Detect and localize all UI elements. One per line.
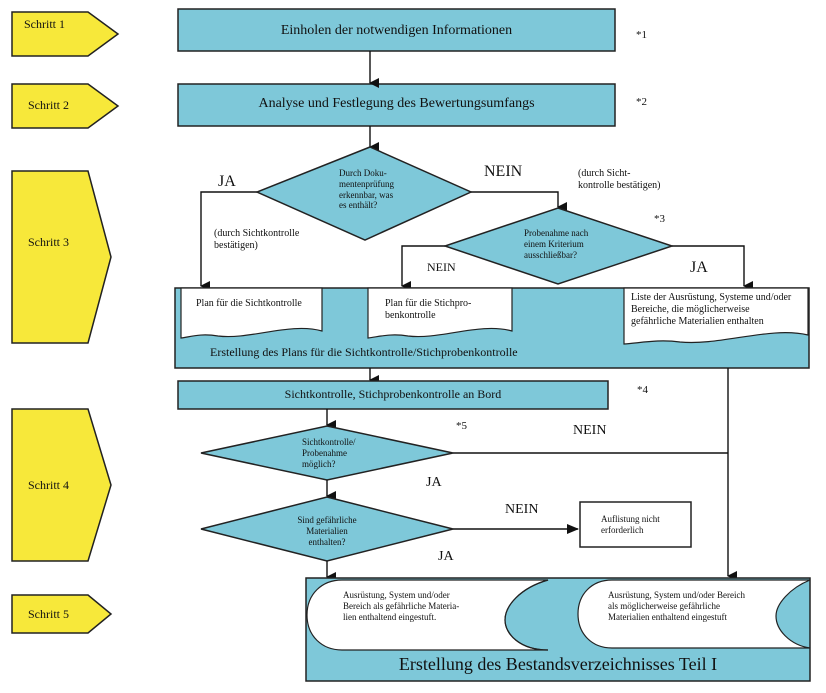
document-visual-plan-text: Plan für die Sichtkontrolle bbox=[196, 298, 302, 310]
arrow-exclusion-nein bbox=[401, 245, 445, 291]
decision-doc-check-line: erkennbar, was bbox=[339, 189, 394, 200]
stored-possibly-line: als möglicherweise gefährliche bbox=[608, 600, 720, 611]
stored-possibly-text: Ausrüstung, System und/oder Bereich als … bbox=[608, 590, 745, 622]
decision-doc-check-shape bbox=[255, 146, 473, 241]
step-2-shape bbox=[11, 83, 120, 129]
footnote-2: *2 bbox=[636, 96, 647, 108]
document-sample-plan-shape bbox=[367, 287, 513, 339]
branch-label-nein-hazardous: NEIN bbox=[505, 502, 539, 517]
branch-label-nein-possible: NEIN bbox=[573, 423, 607, 438]
stored-hazardous-line: Ausrüstung, System und/oder bbox=[343, 590, 450, 600]
process-analysis-box bbox=[177, 83, 616, 127]
stored-possibly-line: Materialien enthaltend eingestuft bbox=[608, 611, 727, 622]
branch-label-ja-doccheck: JA bbox=[218, 173, 236, 190]
decision-sampling-possible-line: möglich? bbox=[302, 458, 336, 469]
decision-sampling-possible-line: Probenahme bbox=[302, 447, 347, 458]
decision-hazardous-text: Sind gefährliche Materialien enthalten? bbox=[277, 515, 377, 547]
document-visual-plan-shape bbox=[180, 287, 323, 339]
document-sample-plan-text: Plan für die Stichpro- benkontrolle bbox=[385, 298, 471, 322]
document-equipment-list-line: Liste der Ausrüstung, Systeme und/oder bbox=[631, 292, 792, 303]
stored-hazardous-tail bbox=[504, 579, 549, 651]
step-4-label: Schritt 4 bbox=[28, 478, 69, 492]
decision-doc-check-line: mentenprüfung bbox=[339, 178, 394, 189]
footnote-4: *4 bbox=[637, 384, 648, 396]
document-equipment-list-line: Bereiche, die möglicherweise bbox=[631, 304, 750, 315]
step-4-shape bbox=[11, 408, 112, 562]
stored-possibly-line: Ausrüstung, System und/oder Bereich bbox=[608, 590, 745, 600]
decision-sampling-exclusion-line: einem Kriterium bbox=[524, 238, 584, 249]
stored-hazardous-line: Bereich als gefährliche Materia- bbox=[343, 600, 460, 611]
confirm-visual-right-line: kontrolle bestätigen) bbox=[578, 180, 661, 191]
branch-label-ja-possible: JA bbox=[426, 475, 442, 490]
document-equipment-list-line: gefährliche Materialien enthalten bbox=[631, 316, 764, 327]
stored-hazardous-text: Ausrüstung, System und/oder Bereich als … bbox=[343, 590, 459, 622]
process-inventory-label: Erstellung des Bestandsverzeichnisses Te… bbox=[398, 654, 718, 674]
step-5-shape bbox=[11, 594, 113, 634]
footnote-3: *3 bbox=[654, 213, 665, 225]
terminal-not-required-text: Auflistung nicht erforderlich bbox=[601, 514, 660, 536]
process-info-box bbox=[177, 8, 616, 52]
stored-possibly-shape bbox=[577, 579, 811, 649]
document-sample-plan-line: benkontrolle bbox=[385, 310, 436, 321]
decision-sampling-possible-text: Sichtkontrolle/ Probenahme möglich? bbox=[302, 437, 356, 469]
arrow-exclusion-ja bbox=[672, 245, 753, 291]
stored-hazardous-line: lien enthaltend eingestuft. bbox=[343, 611, 437, 622]
decision-hazardous-line: enthalten? bbox=[308, 536, 346, 547]
document-visual-plan-line: Plan für die Sichtkontrolle bbox=[196, 298, 302, 309]
terminal-not-required-line: erforderlich bbox=[601, 524, 644, 535]
confirm-visual-left-line: bestätigen) bbox=[214, 240, 258, 251]
step-3-shape bbox=[11, 170, 112, 344]
decision-doc-check-line: es enthält? bbox=[339, 200, 378, 211]
decision-sampling-exclusion-shape bbox=[442, 207, 675, 285]
confirm-visual-right: (durch Sicht- kontrolle bestätigen) bbox=[578, 168, 660, 192]
arrow-doccheck-nein bbox=[471, 191, 567, 212]
document-equipment-list-text: Liste der Ausrüstung, Systeme und/oder B… bbox=[631, 292, 791, 328]
document-sample-plan-line: Plan für die Stichpro- bbox=[385, 298, 472, 309]
step-1-label: Schritt 1 bbox=[24, 17, 65, 31]
footnote-5: *5 bbox=[456, 420, 467, 432]
process-analysis-label: Analyse und Festlegung des Bewertungsumf… bbox=[258, 96, 535, 111]
branch-label-ja-exclusion: JA bbox=[690, 259, 708, 276]
decision-sampling-exclusion-line: Probenahme nach bbox=[524, 228, 589, 238]
step-2-label: Schritt 2 bbox=[28, 98, 69, 112]
footnote-1: *1 bbox=[636, 29, 647, 41]
terminal-not-required-box bbox=[579, 501, 692, 548]
process-onboard-box bbox=[177, 380, 609, 410]
decision-sampling-exclusion-text: Probenahme nach einem Kriterium ausschli… bbox=[524, 228, 588, 260]
step-5-label: Schritt 5 bbox=[28, 607, 69, 621]
terminal-not-required-line: Auflistung nicht bbox=[601, 514, 660, 524]
decision-doc-check-line: Durch Doku- bbox=[339, 168, 387, 178]
branch-label-nein-exclusion: NEIN bbox=[427, 260, 456, 274]
step-1-shape bbox=[11, 11, 120, 57]
branch-label-nein-doccheck: NEIN bbox=[484, 163, 523, 180]
decision-sampling-possible-line: Sichtkontrolle/ bbox=[302, 437, 356, 447]
decision-sampling-exclusion-line: ausschließbar? bbox=[524, 249, 577, 260]
decision-hazardous-line: Sind gefährliche bbox=[297, 515, 357, 525]
confirm-visual-right-line: (durch Sicht- bbox=[578, 168, 631, 179]
process-plan-label: Erstellung des Plans für die Sichtkontro… bbox=[210, 345, 518, 359]
confirm-visual-left: (durch Sichtkontrolle bestätigen) bbox=[214, 228, 299, 252]
process-info-label: Einholen der notwendigen Informationen bbox=[280, 23, 513, 38]
confirm-visual-left-line: (durch Sichtkontrolle bbox=[214, 228, 300, 239]
document-equipment-list-shape bbox=[623, 287, 809, 345]
decision-hazardous-line: Materialien bbox=[306, 525, 348, 536]
branch-label-ja-hazardous: JA bbox=[438, 549, 454, 564]
process-onboard-label: Sichtkontrolle, Stichprobenkontrolle an … bbox=[284, 387, 502, 401]
step-3-label: Schritt 3 bbox=[28, 235, 69, 249]
arrow-doccheck-ja bbox=[200, 191, 257, 291]
decision-doc-check-text: Durch Doku- mentenprüfung erkennbar, was… bbox=[339, 168, 394, 211]
